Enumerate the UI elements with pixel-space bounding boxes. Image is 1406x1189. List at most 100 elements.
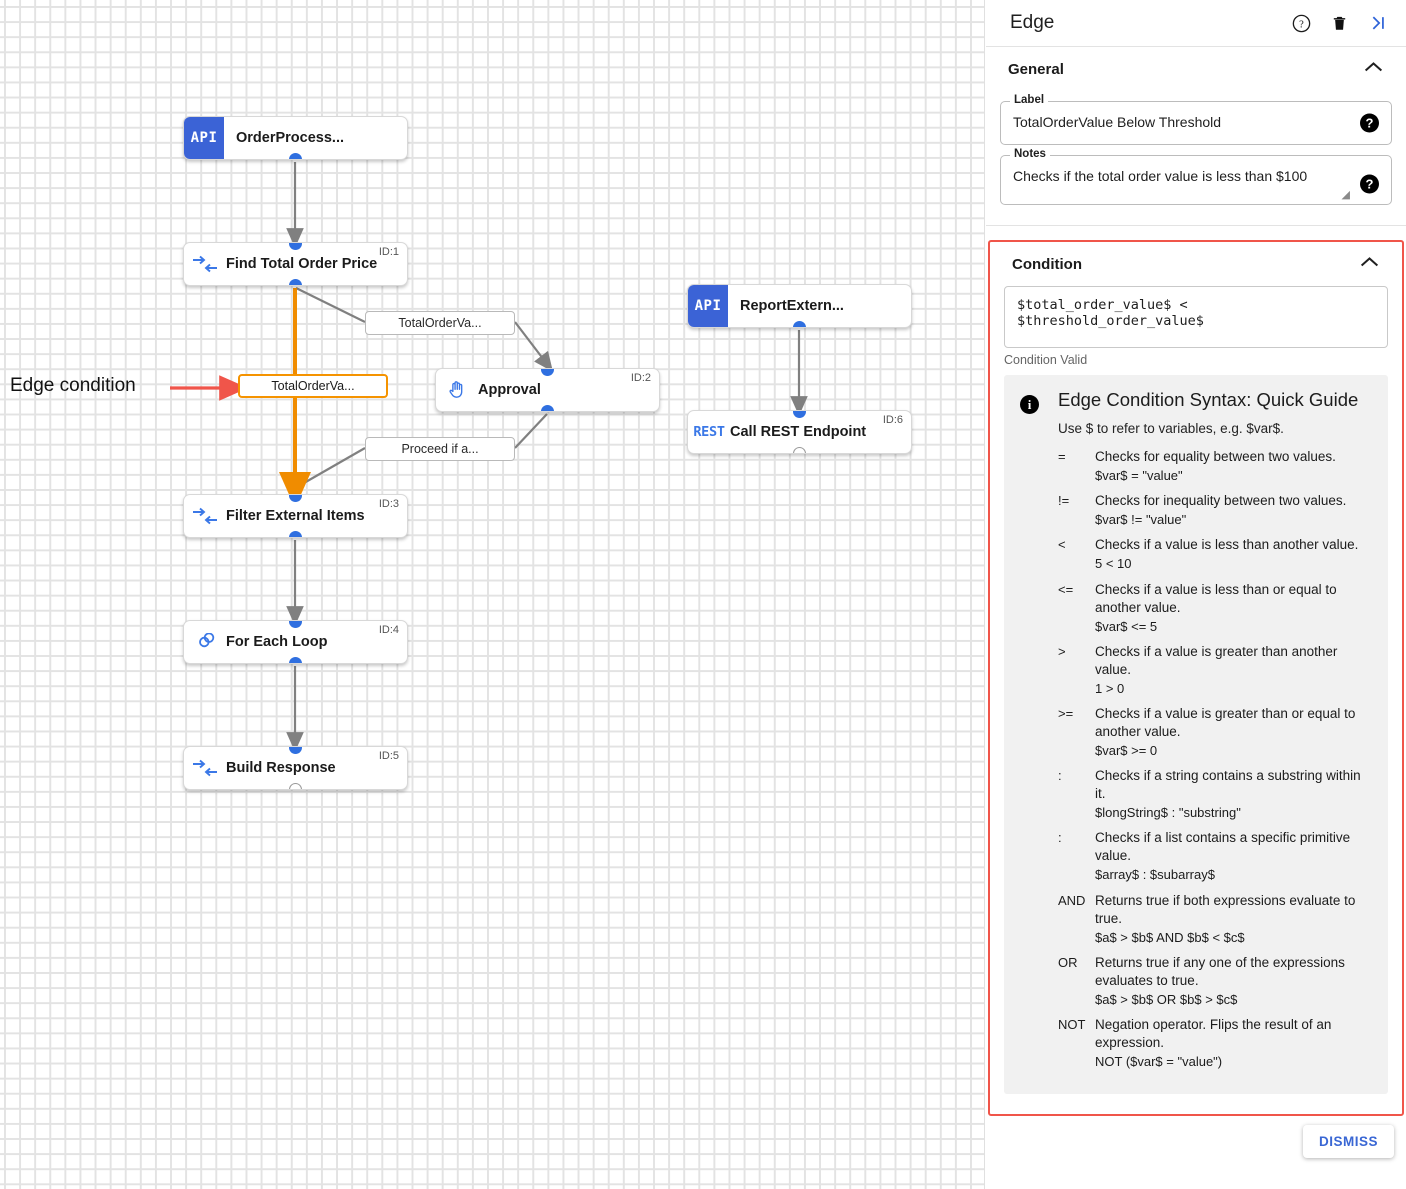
operator-example: $longString$ : "substring" — [1095, 805, 1241, 821]
operator-symbol: OR — [1058, 954, 1078, 970]
operator-desc-text: Negation operator. Flips the result of a… — [1095, 1017, 1332, 1050]
node-input-port[interactable] — [289, 747, 302, 754]
trash-icon[interactable] — [1330, 13, 1349, 33]
operator-example: $var$ <= 5 — [1095, 618, 1158, 634]
help-icon[interactable]: ? — [1291, 13, 1312, 34]
transform-icon — [184, 255, 226, 273]
node-label: Call REST Endpoint — [730, 424, 867, 440]
operator-description: Checks if a value is less than another v… — [1095, 536, 1372, 572]
transform-icon — [184, 759, 226, 777]
node-input-port[interactable] — [541, 369, 554, 376]
collapse-panel-icon[interactable] — [1367, 13, 1388, 33]
operator-example: 5 < 10 — [1095, 556, 1132, 572]
operator-symbol: NOT — [1058, 1017, 1086, 1033]
notes-field-value[interactable]: Checks if the total order value is less … — [1013, 167, 1308, 184]
edge-label[interactable]: Proceed if a... — [365, 437, 515, 461]
operator-description: Checks if a value is greater than or equ… — [1095, 705, 1372, 759]
operator-description: Negation operator. Flips the result of a… — [1095, 1016, 1372, 1070]
hand-icon — [436, 379, 478, 401]
operator-symbol: : — [1058, 830, 1062, 846]
operator-desc-text: Checks if a value is less than another v… — [1095, 537, 1359, 553]
operator-row: : Checks if a list contains a specific pr… — [1058, 829, 1372, 883]
operator-desc-text: Checks for equality between two values. — [1095, 449, 1336, 464]
panel-title: Edge — [1010, 12, 1055, 33]
operator-description: Checks if a string contains a substring … — [1095, 767, 1372, 821]
general-heading: General — [1008, 60, 1064, 78]
node-id-tag: ID:4 — [378, 624, 399, 636]
operator-desc-text: Returns true if any one of the expressio… — [1095, 954, 1345, 988]
general-section-header[interactable]: General — [986, 47, 1406, 91]
operator-desc-text: Checks if a string contains a substring … — [1095, 768, 1361, 802]
label-field-caption: Label — [1010, 94, 1049, 106]
node-id-tag: ID:2 — [630, 372, 651, 384]
operator-desc-text: Checks for inequality between two values… — [1095, 493, 1347, 509]
node-output-port[interactable] — [793, 446, 806, 453]
node-output-port[interactable] — [793, 320, 806, 327]
operator-symbol: != — [1058, 493, 1070, 509]
operator-row: : Checks if a string contains a substring… — [1058, 767, 1372, 821]
node-input-port[interactable] — [289, 495, 302, 502]
node-label: For Each Loop — [226, 634, 328, 650]
notes-help-icon[interactable]: ? — [1360, 174, 1379, 193]
node-output-port[interactable] — [289, 530, 302, 537]
dismiss-button[interactable]: DISMISS — [1302, 1125, 1394, 1158]
guide-subtitle: Use $ to refer to variables, e.g. $var$. — [1058, 421, 1284, 436]
operator-symbol: <= — [1058, 581, 1074, 597]
edge-label[interactable]: TotalOrderVa... — [365, 311, 515, 335]
svg-text:?: ? — [1299, 19, 1304, 30]
infinity-icon — [184, 633, 226, 651]
info-icon: i — [1020, 395, 1039, 414]
node-input-port[interactable] — [793, 411, 806, 418]
node-output-port[interactable] — [289, 152, 302, 159]
node-input-port[interactable] — [289, 621, 302, 628]
node-for-each-loop[interactable]: For Each Loop ID:4 — [183, 620, 408, 664]
operator-description: Checks if a value is less than or equal … — [1095, 581, 1372, 635]
operator-description: Checks if a list contains a specific pri… — [1095, 829, 1372, 883]
operator-list: = Checks for equality between two values.… — [1058, 448, 1372, 1070]
condition-heading: Condition — [1012, 255, 1082, 273]
condition-expression-input[interactable]: $total_order_value$ < $threshold_order_v… — [1004, 286, 1388, 348]
operator-example: $a$ > $b$ AND $b$ < $c$ — [1095, 929, 1245, 945]
operator-description: Checks for inequality between two values… — [1095, 492, 1372, 528]
rest-icon: REST — [693, 424, 725, 440]
operator-row: NOT Negation operator. Flips the result o… — [1058, 1016, 1372, 1070]
operator-row: >Checks if a value is greater than anoth… — [1058, 643, 1372, 697]
operator-description: Returns true if any one of the expressio… — [1095, 954, 1372, 1008]
node-output-port[interactable] — [541, 404, 554, 411]
label-help-icon[interactable]: ? — [1360, 113, 1379, 133]
node-output-port[interactable] — [289, 656, 302, 663]
notes-field[interactable]: Notes Checks if the total order value is… — [1000, 147, 1392, 205]
node-input-port[interactable] — [289, 243, 302, 250]
label-field-value[interactable]: TotalOrderValue Below Threshold — [1013, 114, 1222, 130]
node-id-tag: ID:1 — [378, 246, 399, 258]
chevron-up-icon[interactable] — [1359, 255, 1380, 274]
operator-symbol: = — [1058, 449, 1066, 464]
api-badge: API — [688, 285, 728, 327]
operator-symbol: >= — [1058, 706, 1074, 722]
resize-handle-icon[interactable]: ◢ — [1341, 188, 1350, 201]
api-badge: API — [184, 117, 224, 159]
operator-example: $array$ : $subarray$ — [1095, 867, 1215, 883]
operator-example: $var$ = "value" — [1095, 467, 1183, 483]
label-field[interactable]: Label TotalOrderValue Below Threshold ? — [1000, 94, 1392, 145]
node-output-port[interactable] — [289, 782, 302, 789]
annotation-label: Edge condition — [10, 375, 136, 396]
operator-desc-text: Checks if a list contains a specific pri… — [1095, 830, 1351, 864]
node-output-port[interactable] — [289, 278, 302, 285]
edge-label-selected[interactable]: TotalOrderVa... — [238, 374, 388, 398]
condition-section-header[interactable]: Condition — [990, 242, 1402, 286]
chevron-up-icon[interactable] — [1363, 60, 1384, 79]
operator-row: = Checks for equality between two values.… — [1058, 448, 1372, 484]
condition-status: Condition Valid — [1004, 353, 1088, 367]
guide-icon-cell: i — [1020, 389, 1058, 1078]
operator-symbol: AND — [1058, 892, 1086, 908]
operator-symbol: : — [1058, 768, 1062, 784]
